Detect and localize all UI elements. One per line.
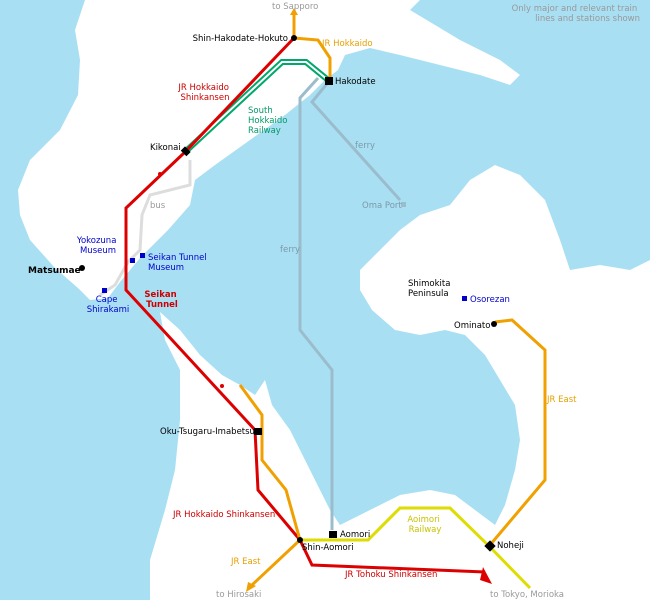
label-seikan-tunnel: Seikan Tunnel xyxy=(144,290,179,310)
arrow-sapporo-icon xyxy=(290,8,298,15)
poi-yokozuna-marker xyxy=(130,258,135,263)
label-jr-tohoku-shinkansen: JR Tohoku Shinkansen xyxy=(344,570,437,580)
label-jr-hokkaido-shinkansen-south: JR Hokkaido Shinkansen xyxy=(172,510,275,520)
station-shin-hakodate-marker[interactable] xyxy=(291,35,297,41)
label-shin-hakodate-hokuto: Shin-Hakodate-Hokuto xyxy=(193,34,288,44)
jr-hokkaido-line xyxy=(293,36,332,80)
label-noheji: Noheji xyxy=(497,541,524,551)
station-hakodate-marker[interactable] xyxy=(325,77,333,85)
label-yokozuna-museum: Yokozuna Museum xyxy=(76,236,119,256)
aoimori-railway-line xyxy=(300,506,532,590)
label-south-hokkaido-railway: South Hokkaido Railway xyxy=(248,106,290,136)
label-jr-hokkaido-shinkansen-north: JR Hokkaido Shinkansen xyxy=(177,83,231,103)
hokkaido-landmass xyxy=(18,0,520,300)
label-kikonai: Kikonai xyxy=(150,143,181,153)
station-aomori-marker[interactable] xyxy=(329,531,337,538)
dest-hirosaki: to Hirosaki xyxy=(216,590,261,600)
label-shin-aomori: Shin-Aomori xyxy=(302,543,354,553)
arrow-hirosaki-icon xyxy=(246,582,256,592)
label-aoimori-railway: Aoimori Railway xyxy=(407,515,442,535)
label-hakodate: Hakodate xyxy=(335,77,376,87)
label-jr-east-left: JR East xyxy=(230,557,261,567)
bus-route xyxy=(99,160,192,297)
station-ominato-marker[interactable] xyxy=(491,321,497,327)
station-oma-port-marker[interactable] xyxy=(401,202,406,207)
label-bus: bus xyxy=(150,201,166,211)
station-matsumae-marker[interactable] xyxy=(79,265,85,271)
label-ominato: Ominato xyxy=(454,321,490,331)
label-ferry-upper: ferry xyxy=(355,141,375,151)
label-osorezan: Osorezan xyxy=(470,295,510,305)
label-seikan-tunnel-museum: Seikan Tunnel Museum xyxy=(148,253,209,273)
label-jr-east-right: JR East xyxy=(546,395,577,405)
poi-cape-shirakami-marker xyxy=(102,288,107,293)
dest-sapporo: to Sapporo xyxy=(272,2,318,12)
station-noheji-marker[interactable] xyxy=(484,540,496,552)
station-kikonai-marker[interactable] xyxy=(180,146,191,157)
station-shin-aomori-marker[interactable] xyxy=(297,537,303,543)
poi-osorezan-marker xyxy=(462,296,467,301)
station-oku-tsugaru-marker[interactable] xyxy=(254,428,262,435)
dest-tokyo: to Tokyo, Morioka xyxy=(490,590,564,600)
label-jr-hokkaido: JR Hokkaido xyxy=(321,39,373,49)
jr-east-line-west xyxy=(238,384,302,587)
poi-seikan-museum-marker xyxy=(140,253,145,258)
label-shimokita-peninsula: Shimokita Peninsula xyxy=(408,279,453,299)
label-matsumae: Matsumae xyxy=(28,266,81,276)
map-note: Only major and relevant train lines and … xyxy=(512,4,640,24)
arrow-tokyo-icon xyxy=(480,567,492,584)
ferry-hakodate-oma xyxy=(310,79,402,202)
honshu-landmass xyxy=(150,165,650,600)
label-aomori: Aomori xyxy=(340,530,370,540)
jr-east-line-east xyxy=(488,318,547,546)
label-oma-port: Oma Port xyxy=(362,201,402,211)
ferry-hakodate-aomori xyxy=(298,76,334,530)
label-ferry-lower: ferry xyxy=(280,245,300,255)
label-oku-tsugaru-imabetsu: Oku-Tsugaru-Imabetsu xyxy=(160,427,255,437)
label-cape-shirakami: Cape Shirakami xyxy=(87,295,129,315)
